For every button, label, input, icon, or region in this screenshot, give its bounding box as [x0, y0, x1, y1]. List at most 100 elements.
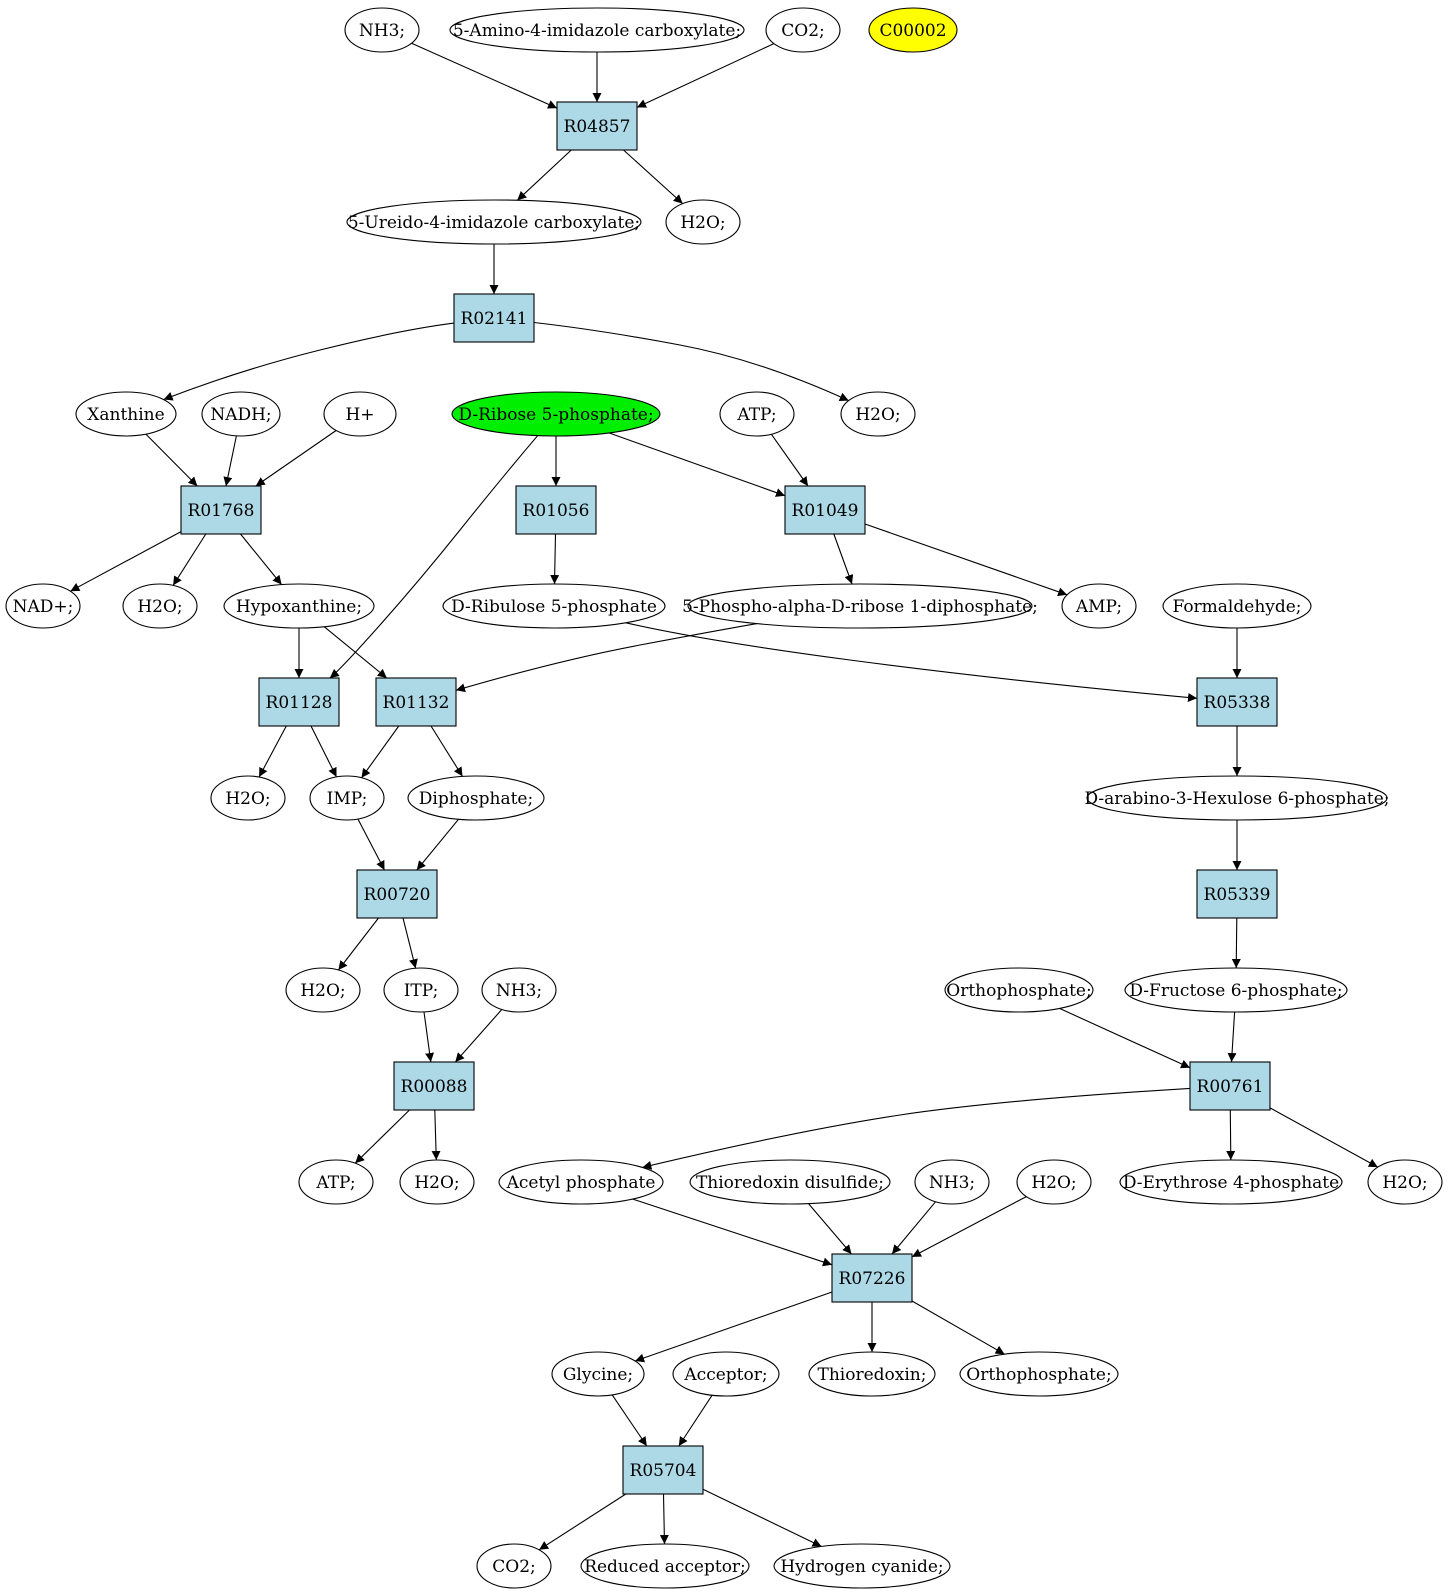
compound-node-c_uic[interactable]: 5-Ureido-4-imidazole carboxylate;: [346, 199, 642, 245]
reaction-node-r_R00720[interactable]: R00720: [356, 869, 438, 919]
reaction-box: [180, 485, 262, 535]
reaction-box: [1196, 869, 1278, 919]
compound-ellipse: [765, 7, 841, 53]
compound-node-c_diphosphate[interactable]: Diphosphate;: [407, 775, 545, 821]
reaction-node-r_R01768[interactable]: R01768: [180, 485, 262, 535]
edge-r_R01132-to-c_imp: [361, 725, 400, 779]
compound-node-c_trx[interactable]: Thioredoxin;: [808, 1351, 936, 1397]
compound-node-c_imp[interactable]: IMP;: [309, 775, 385, 821]
reaction-box: [258, 677, 340, 727]
edge-r_R01128-to-c_imp: [310, 725, 337, 778]
compound-ellipse: [451, 391, 661, 437]
edge-r_R01768-to-c_h2o_c: [172, 533, 207, 586]
compound-node-c_hplus[interactable]: H+: [323, 391, 397, 437]
compound-node-c_nh3_a[interactable]: NH3;: [344, 7, 420, 53]
compound-node-c_ortho_b[interactable]: Orthophosphate;: [959, 1351, 1119, 1397]
reaction-node-r_R04857[interactable]: R04857: [556, 101, 638, 151]
compound-ellipse: [298, 1159, 374, 1205]
node-label: IMP;: [327, 789, 368, 809]
compound-ellipse: [868, 7, 958, 53]
compound-node-c_formaldehyde[interactable]: Formaldehyde;: [1162, 583, 1312, 629]
compound-node-c_h2o_f[interactable]: H2O;: [399, 1159, 475, 1205]
compound-node-c_atp_a[interactable]: ATP;: [719, 391, 795, 437]
compound-ellipse: [914, 1159, 990, 1205]
reaction-node-r_R05338[interactable]: R05338: [1196, 677, 1278, 727]
compound-node-c_hypox[interactable]: Hypoxanthine;: [223, 583, 375, 629]
compound-node-c_atp_b[interactable]: ATP;: [298, 1159, 374, 1205]
edge-r_R05339-to-c_f6p: [1231, 917, 1241, 969]
compound-ellipse: [285, 967, 361, 1013]
reaction-node-r_R01049[interactable]: R01049: [784, 485, 866, 535]
compound-node-c_hexulose[interactable]: D-arabino-3-Hexulose 6-phosphate;: [1084, 775, 1390, 821]
compound-node-c_h2o_e[interactable]: H2O;: [285, 967, 361, 1013]
node-label: AMP;: [1075, 597, 1122, 617]
reaction-node-r_R05704[interactable]: R05704: [622, 1445, 704, 1495]
edge-r_R01049-to-c_amp: [864, 523, 1068, 597]
reaction-node-r_R01132[interactable]: R01132: [375, 677, 457, 727]
compound-ellipse: [1086, 775, 1388, 821]
compound-ellipse: [122, 583, 198, 629]
compound-node-c_xanthine[interactable]: Xanthine: [75, 391, 177, 437]
compound-node-c_co2_a[interactable]: CO2;: [765, 7, 841, 53]
compound-ellipse: [498, 1159, 664, 1205]
compound-node-c_nh3_c[interactable]: NH3;: [914, 1159, 990, 1205]
compound-node-c_r5p[interactable]: D-Ribose 5-phosphate;: [451, 391, 661, 437]
compound-node-c_prpp[interactable]: 5-Phospho-alpha-D-ribose 1-diphosphate;: [682, 583, 1038, 629]
compound-ellipse: [1367, 1159, 1443, 1205]
edge-r_R01768-to-c_hypox: [240, 533, 283, 585]
node-label: H2O;: [1031, 1173, 1076, 1193]
edge-r_R01128-to-c_h2o_d: [258, 725, 287, 778]
node-label: Hydrogen cyanide;: [780, 1557, 943, 1577]
reaction-box: [622, 1445, 704, 1495]
compound-node-c_h2o_g[interactable]: H2O;: [1016, 1159, 1092, 1205]
compound-node-c_ru5p[interactable]: D-Ribulose 5-phosphate: [442, 583, 666, 629]
compound-node-c_c00002[interactable]: C00002: [868, 7, 958, 53]
compound-node-c_itp[interactable]: ITP;: [383, 967, 459, 1013]
compound-node-c_h2o_c[interactable]: H2O;: [122, 583, 198, 629]
compound-node-c_ortho_a[interactable]: Orthophosphate;: [944, 967, 1094, 1013]
node-label: H2O;: [414, 1173, 459, 1193]
reaction-node-r_R01056[interactable]: R01056: [515, 485, 597, 535]
reaction-node-r_R05339[interactable]: R05339: [1196, 869, 1278, 919]
reaction-node-r_R07226[interactable]: R07226: [831, 1253, 913, 1303]
compound-node-c_h2o_a[interactable]: H2O;: [665, 199, 741, 245]
reaction-box: [784, 485, 866, 535]
compound-node-c_glycine[interactable]: Glycine;: [551, 1351, 645, 1397]
reaction-box: [453, 293, 535, 343]
compound-node-c_nadplus[interactable]: NAD+;: [5, 583, 81, 629]
reaction-node-r_R02141[interactable]: R02141: [453, 293, 535, 343]
node-label: ATP;: [315, 1173, 355, 1193]
compound-node-c_acceptor[interactable]: Acceptor;: [672, 1351, 780, 1397]
reaction-box: [556, 101, 638, 151]
compound-node-c_h2o_d[interactable]: H2O;: [210, 775, 286, 821]
compound-node-c_acetylp[interactable]: Acetyl phosphate: [498, 1159, 664, 1205]
reaction-node-r_R01128[interactable]: R01128: [258, 677, 340, 727]
compound-ellipse: [959, 1351, 1119, 1397]
compound-ellipse: [840, 391, 916, 437]
compound-node-c_aic[interactable]: 5-Amino-4-imidazole carboxylate;: [449, 7, 745, 53]
node-label: ATP;: [736, 405, 776, 425]
compound-node-c_amp[interactable]: AMP;: [1061, 583, 1137, 629]
node-label: H2O;: [1382, 1173, 1427, 1193]
compound-node-c_h2o_h[interactable]: H2O;: [1367, 1159, 1443, 1205]
edge-r_R00720-to-c_h2o_e: [337, 917, 379, 971]
reaction-node-r_R00761[interactable]: R00761: [1189, 1061, 1271, 1111]
compound-node-c_nadh[interactable]: NADH;: [201, 391, 281, 437]
compound-node-c_h2o_b[interactable]: H2O;: [840, 391, 916, 437]
compound-node-c_nh3_b[interactable]: NH3;: [481, 967, 557, 1013]
node-label: Orthophosphate;: [946, 981, 1091, 1001]
node-label: CO2;: [492, 1557, 536, 1577]
compound-node-c_trxss[interactable]: Thioredoxin disulfide;: [689, 1159, 891, 1205]
compound-node-c_co2_b[interactable]: CO2;: [476, 1543, 552, 1589]
edge-c_ru5p-to-r_R05338: [625, 622, 1198, 702]
compound-node-c_e4p[interactable]: D-Erythrose 4-phosphate: [1119, 1159, 1343, 1205]
reaction-node-r_R00088[interactable]: R00088: [393, 1061, 475, 1111]
node-label: R01056: [523, 501, 590, 521]
compound-node-c_f6p[interactable]: D-Fructose 6-phosphate;: [1124, 967, 1348, 1013]
compound-node-c_redacc[interactable]: Reduced acceptor;: [580, 1543, 750, 1589]
compound-ellipse: [346, 199, 642, 245]
compound-node-c_hcn[interactable]: Hydrogen cyanide;: [773, 1543, 951, 1589]
node-label: NH3;: [929, 1173, 975, 1193]
compound-ellipse: [1162, 583, 1312, 629]
edge-r_R00088-to-c_atp_b: [354, 1109, 410, 1164]
